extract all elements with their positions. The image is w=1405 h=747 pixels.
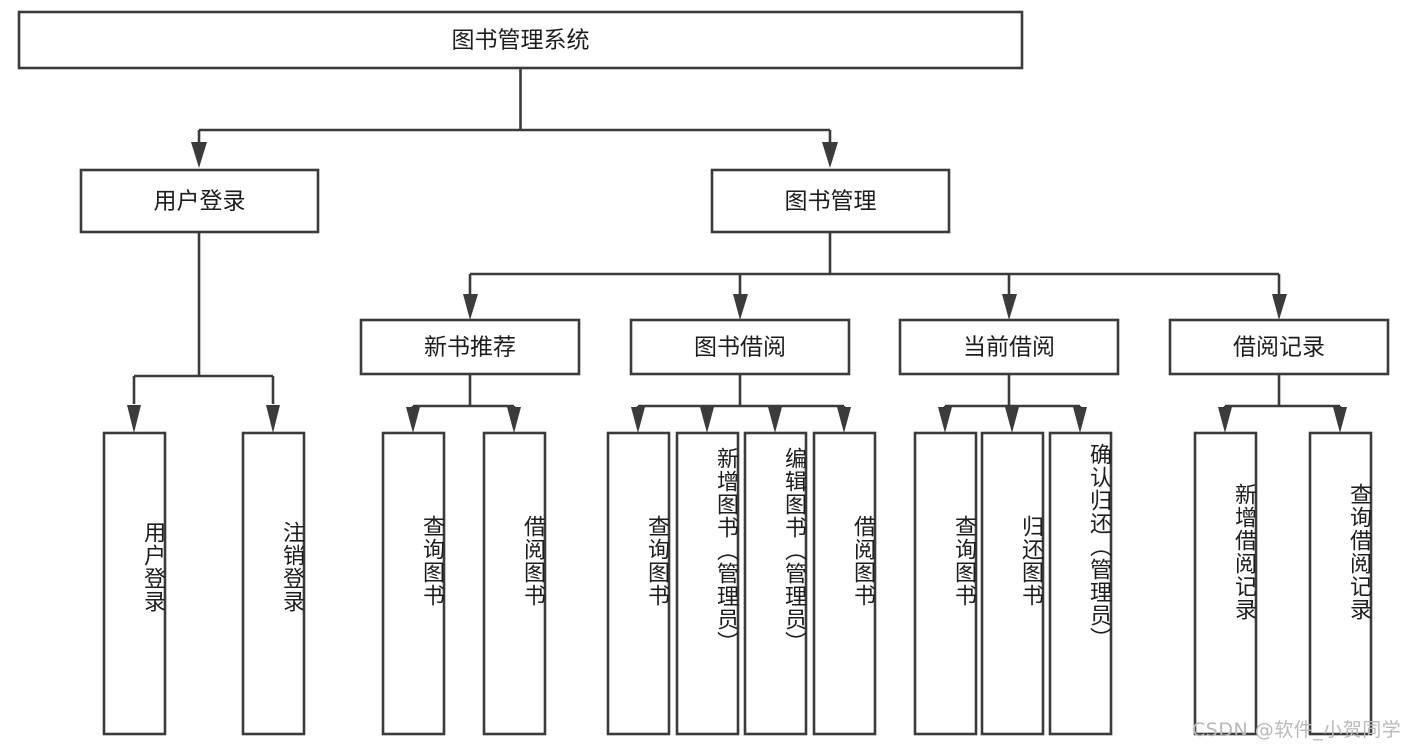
leaf-group-user-login xyxy=(102,431,306,736)
arrow-head-leaf-book-borrow-4 xyxy=(837,407,851,433)
leaf-box-current-borrow-3[interactable] xyxy=(1048,431,1113,736)
leaf-box-user-login-2[interactable] xyxy=(241,431,306,736)
leaf-box-borrow-record-1[interactable] xyxy=(1193,431,1258,736)
arrow-head-current-borrow xyxy=(1002,294,1017,320)
arrow-head-book-mgmt xyxy=(822,142,838,168)
arrow-head-leaf-current-borrow-3 xyxy=(1073,407,1087,433)
arrow-head-book-borrow xyxy=(733,294,748,320)
arrow-head-borrow-record xyxy=(1272,294,1287,320)
arrow-head-leaf-book-borrow-3 xyxy=(768,407,782,433)
leaf-box-book-borrow-4[interactable] xyxy=(812,431,877,736)
connector-group-book-borrow xyxy=(631,374,851,433)
leaf-box-current-borrow-1[interactable] xyxy=(913,431,978,736)
node-current-borrow-box[interactable] xyxy=(898,318,1120,376)
leaf-box-new-book-2[interactable] xyxy=(482,431,547,736)
arrow-head-leaf-borrow-record-1 xyxy=(1218,407,1232,433)
arrow-head-new-book xyxy=(463,294,478,320)
connector-group-new-book xyxy=(406,374,521,433)
node-root-label: 图书管理系统 xyxy=(452,28,590,54)
leaf-group-book-borrow xyxy=(606,431,877,736)
connector-group-user-login xyxy=(127,232,280,433)
arrow-head-user-login xyxy=(191,142,207,168)
node-new-book-recommend-label: 新书推荐 xyxy=(424,335,516,361)
leaf-group-borrow-record xyxy=(1193,431,1373,736)
arrow-head-leaf-current-borrow-1 xyxy=(938,407,952,433)
arrow-head-leaf-current-borrow-2 xyxy=(1005,407,1019,433)
node-borrow-record-box[interactable] xyxy=(1168,318,1390,376)
node-book-mgmt-label: 图书管理 xyxy=(785,189,877,215)
connector-group-book-mgmt xyxy=(463,232,1287,320)
node-book-borrow-box[interactable] xyxy=(629,318,851,376)
leaf-box-new-book-1[interactable] xyxy=(381,431,446,736)
arrow-head-leaf-book-borrow-2 xyxy=(700,407,714,433)
node-root-box[interactable] xyxy=(17,10,1024,70)
node-borrow-record-label: 借阅记录 xyxy=(1233,335,1325,361)
leaf-box-user-login-1[interactable] xyxy=(102,431,167,736)
node-book-mgmt[interactable]: 图书管理 xyxy=(710,168,951,234)
node-borrow-record[interactable]: 借阅记录 xyxy=(1168,318,1390,376)
node-current-borrow-label: 当前借阅 xyxy=(963,335,1055,361)
connector-group-borrow-record xyxy=(1218,374,1347,433)
node-book-borrow[interactable]: 图书借阅 xyxy=(629,318,851,376)
node-book-mgmt-box[interactable] xyxy=(710,168,951,234)
arrow-head-leaf-user-login-1 xyxy=(127,405,141,433)
leaf-box-current-borrow-2[interactable] xyxy=(980,431,1045,736)
leaf-box-borrow-record-2[interactable] xyxy=(1308,431,1373,736)
node-user-login-label: 用户登录 xyxy=(154,189,246,215)
arrow-head-leaf-user-login-2 xyxy=(266,405,280,433)
leaf-box-book-borrow-1[interactable] xyxy=(606,431,671,736)
leaf-box-book-borrow-3[interactable] xyxy=(743,431,808,736)
arrow-head-leaf-borrow-record-2 xyxy=(1333,407,1347,433)
node-root[interactable]: 图书管理系统 xyxy=(17,10,1024,70)
arrow-head-leaf-new-book-1 xyxy=(406,407,420,433)
node-user-login-box[interactable] xyxy=(79,168,320,234)
node-new-book-recommend[interactable]: 新书推荐 xyxy=(359,318,581,376)
connector-group-current-borrow xyxy=(938,374,1087,433)
connector-group-root xyxy=(191,68,838,168)
arrow-head-leaf-new-book-2 xyxy=(507,407,521,433)
arrow-head-leaf-book-borrow-1 xyxy=(631,407,645,433)
leaf-group-current-borrow xyxy=(913,431,1113,736)
leaf-group-new-book-recommend xyxy=(381,431,547,736)
node-user-login[interactable]: 用户登录 xyxy=(79,168,320,234)
leaf-box-book-borrow-2[interactable] xyxy=(675,431,740,736)
node-book-borrow-label: 图书借阅 xyxy=(694,335,786,361)
node-current-borrow[interactable]: 当前借阅 xyxy=(898,318,1120,376)
node-new-book-recommend-box[interactable] xyxy=(359,318,581,376)
